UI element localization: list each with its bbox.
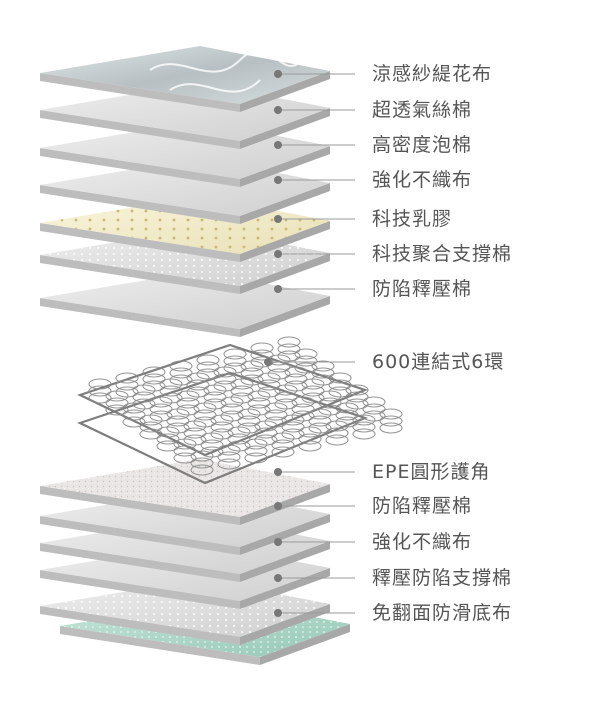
layer-label-9: EPE圓形護角 [372,461,491,483]
layer-label-2: 超透氣絲棉 [372,99,473,121]
layer-label-13: 免翻面防滑底布 [372,602,513,624]
layer-label-7: 防陷釋壓棉 [372,278,473,300]
layer-sheet-1 [40,46,330,112]
layer-label-8: 600連結式6環 [372,351,505,373]
callout-dot-13 [274,609,282,617]
layer-label-1: 涼感紗緹花布 [372,63,493,85]
callout-dot-9 [274,468,282,476]
callout-dot-3 [274,141,282,149]
layer-label-6: 科技聚合支撐棉 [372,243,513,265]
layer-label-11: 強化不織布 [372,531,473,553]
pocket-spring-unit [77,336,403,485]
callout-dot-5 [274,215,282,223]
callout-dot-6 [274,250,282,258]
callout-dot-4 [274,176,282,184]
callout-dot-12 [274,574,282,582]
callout-dot-10 [274,502,282,510]
quilt-pattern-decoration [149,49,301,93]
callout-dot-8 [264,358,272,366]
layer-sheet-9 [40,459,330,525]
layer-label-10: 防陷釋壓棉 [372,495,473,517]
callout-dot-2 [274,106,282,114]
layer-label-5: 科技乳膠 [372,208,453,230]
callout-dot-7 [274,285,282,293]
callout-dot-1 [274,70,282,78]
layer-label-3: 高密度泡棉 [372,134,473,156]
callout-dot-11 [274,538,282,546]
layer-label-12: 釋壓防陷支撐棉 [372,567,513,589]
layer-label-4: 強化不織布 [372,169,473,191]
